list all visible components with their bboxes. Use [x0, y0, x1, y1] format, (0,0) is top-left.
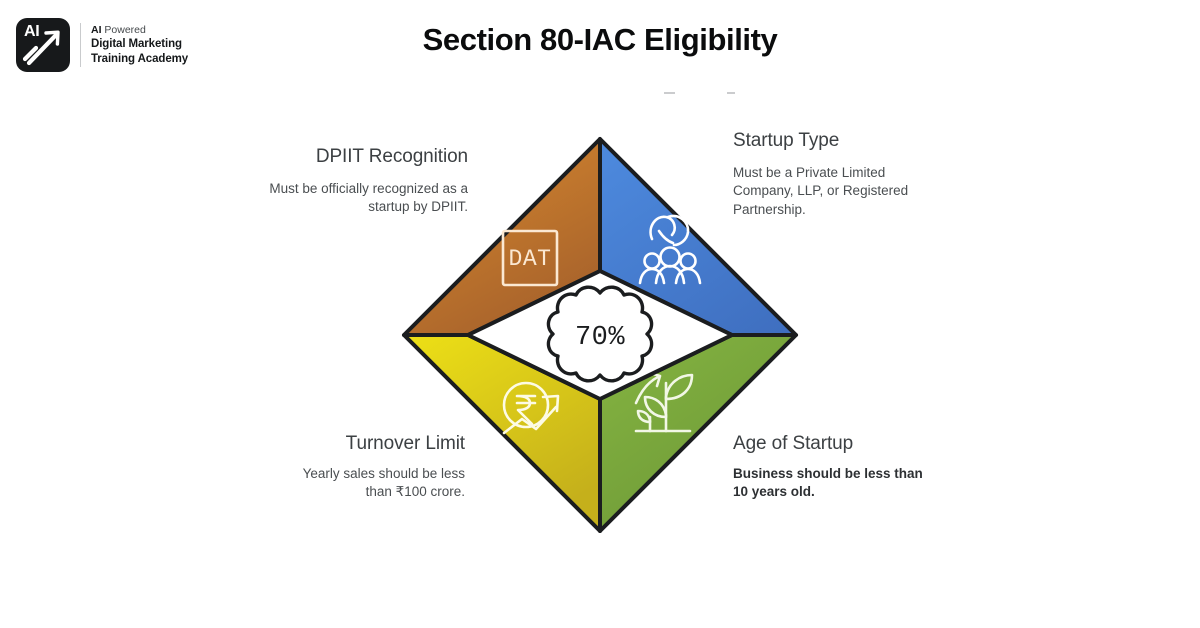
- logo-badge-text: AI: [24, 23, 40, 40]
- label-age-of-startup: Age of Startup Business should be less t…: [733, 433, 933, 502]
- label-dpiit-recognition: DPIIT Recognition Must be officially rec…: [258, 146, 468, 217]
- certificate-document-icon: DAT: [501, 229, 559, 287]
- people-group-icon: [638, 214, 702, 285]
- clipped-text-artifact: [664, 92, 675, 94]
- quadrant-body-turnover: Yearly sales should be less than ₹100 cr…: [302, 466, 465, 500]
- certificate-icon-text: DAT: [509, 246, 552, 272]
- brand-line-1-rest: Powered: [101, 23, 146, 36]
- label-startup-type: Startup Type Must be a Private Limited C…: [733, 130, 918, 219]
- quadrant-turnover-limit[interactable]: [402, 333, 602, 533]
- quadrant-title-age: Age of Startup: [733, 433, 854, 454]
- quadrant-body-startup-type: Must be a Private Limited Company, LLP, …: [733, 165, 909, 217]
- quadrant-title-startup-type: Startup Type: [733, 130, 840, 151]
- logo-badge: AI: [16, 18, 70, 72]
- brand-line-1: AI Powered: [91, 24, 188, 37]
- quadrant-body-age: Business should be less than 10 years ol…: [733, 466, 923, 500]
- label-turnover-limit: Turnover Limit Yearly sales should be le…: [290, 433, 465, 502]
- brand-line-2: Digital Marketing: [91, 38, 182, 50]
- quadrant-body-dpiit: Must be officially recognized as a start…: [269, 181, 468, 215]
- brand-line-3: Training Academy: [91, 52, 189, 65]
- page-title: Section 80-IAC Eligibility: [422, 22, 778, 57]
- center-percentage-badge: 70%: [546, 285, 654, 383]
- brand-line-1-strong: AI: [91, 23, 102, 36]
- quadrant-title-dpiit: DPIIT Recognition: [315, 146, 468, 167]
- eligibility-diamond-diagram: DAT: [400, 135, 800, 535]
- upward-arrow-icon: [22, 30, 60, 66]
- brand-wordmark: AI Powered Digital Marketing Training Ac…: [91, 24, 188, 67]
- center-percentage-text: 70%: [575, 323, 625, 353]
- rupee-growth-arrow-icon: [502, 381, 560, 435]
- clipped-text-artifact: [727, 92, 735, 94]
- diamond-svg: DAT: [402, 137, 798, 533]
- brand-logo: AI AI Powered Digital Marketing Training…: [16, 18, 188, 72]
- quadrant-title-turnover: Turnover Limit: [345, 433, 465, 454]
- logo-divider: [80, 23, 81, 67]
